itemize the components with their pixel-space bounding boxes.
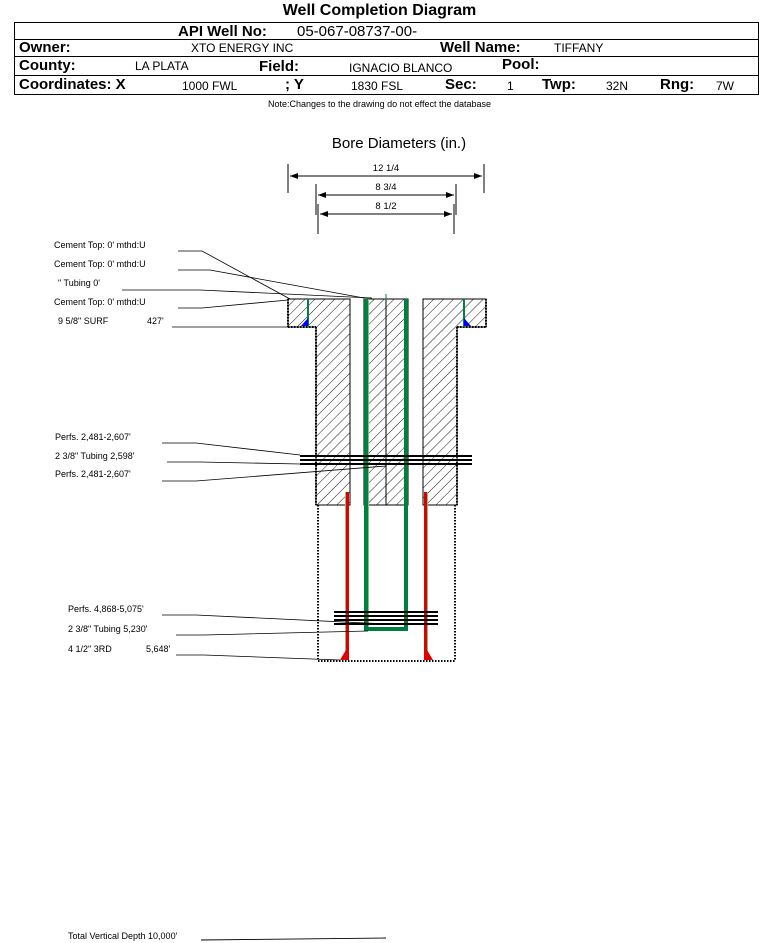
label-tubing-lower: 2 3/8" Tubing 5,230' — [68, 624, 148, 634]
database-note: Note:Changes to the drawing do not effec… — [268, 99, 491, 109]
well-info-header: API Well No: 05-067-08737-00- Owner: XTO… — [14, 22, 759, 95]
county-label: County: — [19, 57, 76, 74]
owner-value: XTO ENERGY INC — [191, 41, 294, 55]
label-cement-top-1: Cement Top: 0' mthd:U — [54, 240, 146, 250]
bore-dimension-8-3-4: 8 3/4 — [315, 182, 457, 215]
county-row: County: LA PLATA Field: IGNACIO BLANCO P… — [15, 57, 758, 76]
field-label: Field: — [259, 58, 299, 75]
label-perfs-lower: Perfs. 4,868-5,075' — [68, 604, 144, 614]
callout-cement-top-3: Cement Top: 0' mthd:U — [54, 297, 289, 309]
label-tubing-upper: 2 3/8" Tubing 2,598' — [55, 451, 135, 461]
callout-total-depth: Total Vertical Depth 10,000' — [68, 931, 387, 941]
label-production-casing-depth: 5,648' — [146, 644, 171, 654]
label-cement-top-2: Cement Top: 0' mthd:U — [54, 259, 146, 269]
page-title: Well Completion Diagram — [282, 2, 477, 19]
api-value: 05-067-08737-00- — [297, 23, 418, 40]
twp-label: Twp: — [542, 76, 576, 93]
bore-diameter-label: 12 1/4 — [373, 163, 399, 174]
callout-production-casing: 4 1/2" 3RD 5,648' — [68, 644, 341, 661]
rng-value: 7W — [716, 79, 734, 93]
callout-tubing-lower: 2 3/8" Tubing 5,230' — [68, 624, 369, 636]
field-value: IGNACIO BLANCO — [349, 61, 453, 75]
coordinates-x-label: Coordinates: X — [19, 76, 126, 93]
bore-diameter-label: 8 3/4 — [375, 182, 396, 193]
callout-cement-top-1: Cement Top: 0' mthd:U — [54, 240, 291, 300]
bore-diameters-title: Bore Diameters (in.) — [332, 135, 466, 152]
label-total-vertical-depth: Total Vertical Depth 10,000' — [68, 931, 178, 941]
bore-dimension-12-1-4: 12 1/4 — [287, 163, 485, 193]
callout-tubing-0: " Tubing 0' — [58, 278, 373, 299]
pool-label: Pool: — [502, 56, 540, 73]
label-perfs-upper-a: Perfs. 2,481-2,607' — [55, 432, 131, 442]
well-name-label: Well Name: — [440, 39, 521, 56]
left-cement-column — [287, 298, 351, 506]
bore-diameter-label: 8 1/2 — [375, 201, 396, 212]
y-label: ; Y — [285, 76, 304, 93]
well-name-value: TIFFANY — [554, 41, 604, 55]
perforations-lower — [334, 611, 438, 625]
surface-casing — [301, 299, 471, 327]
label-production-casing: 4 1/2" 3RD — [68, 644, 112, 654]
rng-label: Rng: — [660, 76, 695, 93]
county-value: LA PLATA — [135, 59, 189, 73]
twp-value: 32N — [606, 79, 629, 93]
owner-label: Owner: — [19, 39, 71, 56]
api-label: API Well No: — [178, 23, 267, 40]
owner-row: Owner: XTO ENERGY INC Well Name: TIFFANY — [15, 40, 758, 57]
label-surface-casing-depth: 427' — [147, 316, 164, 326]
lower-borehole — [317, 505, 456, 662]
production-casing — [340, 492, 433, 660]
callout-surface-casing: 9 5/8" SURF 427' — [58, 316, 288, 328]
sec-label: Sec: — [445, 76, 477, 93]
bore-dimension-8-1-2: 8 1/2 — [317, 201, 455, 234]
x-value: 1000 FWL — [182, 79, 238, 93]
right-cement-column — [422, 298, 487, 506]
callout-perfs-lower: Perfs. 4,868-5,075' — [68, 604, 387, 625]
coordinates-row: Coordinates: X 1000 FWL ; Y 1830 FSL Sec… — [15, 76, 758, 95]
label-surface-casing: 9 5/8" SURF — [58, 316, 109, 326]
label-cement-top-3: Cement Top: 0' mthd:U — [54, 297, 146, 307]
label-perfs-upper-b: Perfs. 2,481-2,607' — [55, 469, 131, 479]
callout-perfs-upper-b: Perfs. 2,481-2,607' — [55, 465, 387, 482]
callout-tubing-upper: 2 3/8" Tubing 2,598' — [55, 451, 301, 465]
perforations-upper — [300, 455, 472, 465]
callout-perfs-upper-a: Perfs. 2,481-2,607' — [55, 432, 301, 456]
label-tubing-0: " Tubing 0' — [58, 278, 100, 288]
y-value: 1830 FSL — [351, 79, 404, 93]
center-cement-column — [363, 294, 409, 506]
sec-value: 1 — [507, 79, 514, 93]
callout-cement-top-2: Cement Top: 0' mthd:U — [54, 259, 365, 299]
api-row: API Well No: 05-067-08737-00- — [15, 23, 758, 40]
